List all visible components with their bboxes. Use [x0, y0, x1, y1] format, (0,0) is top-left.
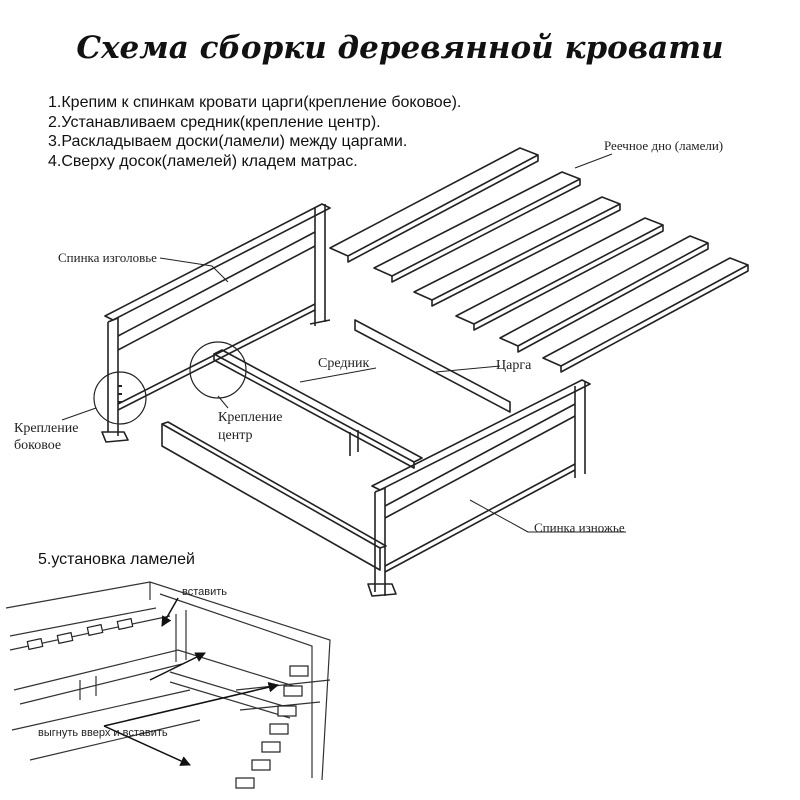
slat: [455, 217, 664, 331]
side-rail-label: Царга: [496, 358, 532, 373]
section5-heading: 5.установка ламелей: [38, 551, 195, 568]
footboard-label: Спинка изножье: [534, 520, 625, 535]
step-item: 2.Устанавливаем средник(крепление центр)…: [48, 113, 381, 131]
step-item: 3.Раскладываем доски(ламели) между царга…: [48, 133, 408, 150]
slat: [499, 235, 709, 353]
side-mount-label-line2: боковое: [14, 438, 62, 453]
center-mount-circle: [189, 341, 247, 399]
slat: [373, 171, 581, 283]
slat: [542, 257, 749, 373]
slats-group: [329, 147, 749, 373]
slat: [329, 147, 539, 263]
slats-label: Реечное дно (ламели): [604, 138, 724, 153]
side-rail-front: [161, 421, 387, 571]
steps-list: 1.Крепим к спинкам кровати царги(креплен…: [48, 93, 461, 171]
step-item: 4.Сверху досок(ламелей) кладем матрас.: [48, 152, 358, 170]
headboard: [101, 203, 331, 443]
insert-label: вставить: [182, 586, 228, 598]
center-mount-label-line2: центр: [218, 428, 253, 443]
headboard-label: Спинка изголовье: [58, 250, 157, 265]
slat: [413, 196, 621, 307]
side-mount-label-line1: Крепление: [14, 421, 79, 436]
bend-insert-label: выгнуть вверх и вставить: [38, 727, 168, 739]
slat-install-sketch: [5, 581, 331, 789]
side-rail-back: [354, 319, 511, 413]
side-mount-circle: [93, 371, 147, 425]
page-title: Схема сборки деревянной кровати: [76, 30, 724, 66]
step-item: 1.Крепим к спинкам кровати царги(креплен…: [48, 94, 462, 111]
center-beam-label: Средник: [318, 356, 370, 371]
center-mount-label-line1: Крепление: [218, 410, 283, 425]
footboard: [367, 379, 591, 597]
